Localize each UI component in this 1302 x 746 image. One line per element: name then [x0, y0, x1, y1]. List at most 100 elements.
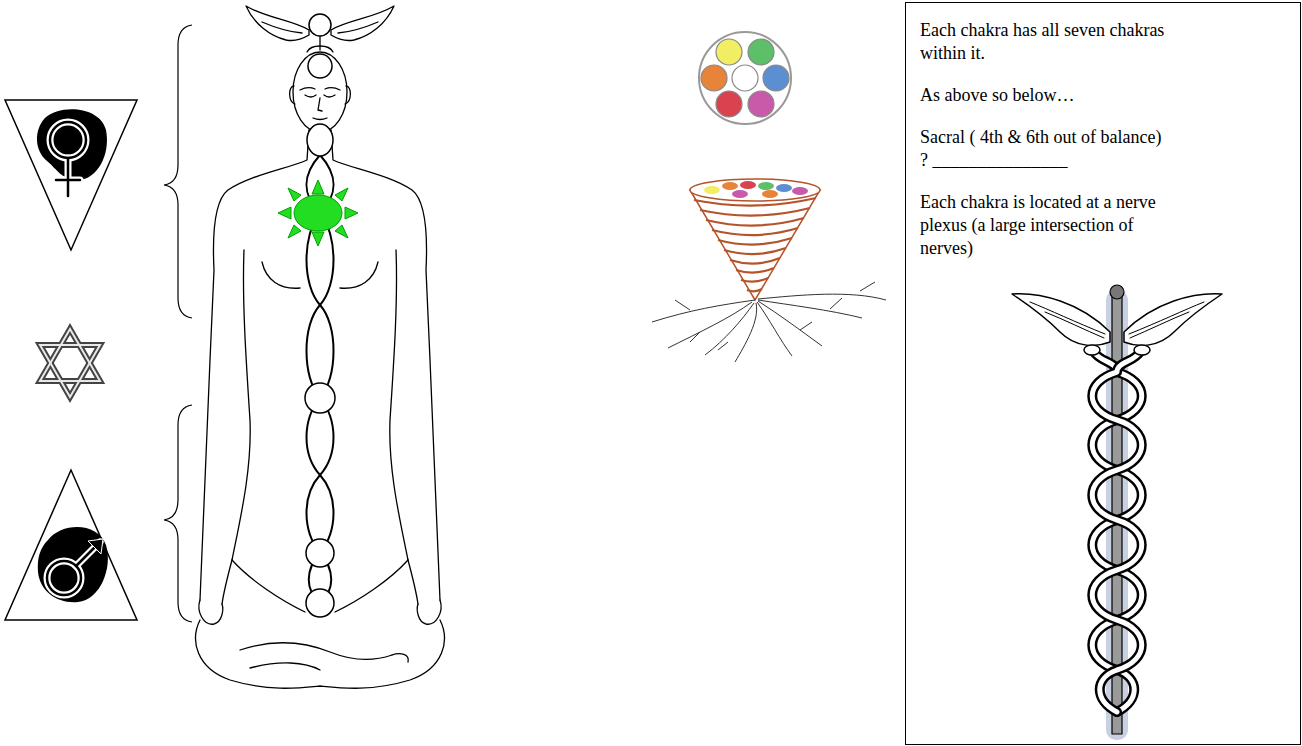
heart-chakra-star — [288, 188, 301, 201]
bracket — [164, 25, 192, 318]
chakra-circle — [307, 124, 333, 156]
seven-chakra-circle — [748, 91, 774, 117]
meditating-figure — [305, 95, 316, 97]
meditating-figure — [417, 600, 441, 624]
heart-chakra-star — [288, 225, 301, 238]
meditating-figure — [250, 663, 320, 670]
chakra-vortex-cone — [800, 322, 812, 330]
caduceus-symbol — [1130, 312, 1189, 338]
caduceus-symbol — [1012, 285, 1222, 740]
caduceus-symbol — [1110, 285, 1124, 299]
chakra-vortex-cone — [735, 303, 757, 362]
chakra-vortex-cone — [675, 300, 690, 310]
chakra-vortex-cone — [690, 179, 820, 201]
meditating-figure — [319, 36, 320, 50]
meditating-figure — [335, 560, 408, 612]
chakra-vortex-cone — [747, 289, 762, 291]
chakra-vortex-cone — [690, 332, 700, 342]
meditating-figure — [199, 600, 223, 624]
meditating-figure — [232, 250, 250, 560]
chakra-vortex-cone — [860, 282, 875, 291]
chakra-vortex-cone — [652, 300, 755, 322]
seven-chakra-circle — [716, 91, 742, 117]
chakra-circle — [305, 383, 335, 413]
caduceus-symbol — [1030, 302, 1204, 338]
chakra-circle — [306, 539, 334, 567]
star-of-david-symbol — [40, 329, 100, 381]
bracket — [164, 25, 192, 622]
meditating-figure — [240, 643, 392, 660]
chakra-vortex-cone — [694, 198, 816, 291]
meditating-figure — [290, 86, 295, 104]
heart-chakra-star — [278, 180, 358, 246]
feminine-triangle-symbol — [50, 122, 86, 158]
seven-chakra-circle — [699, 32, 791, 124]
chakra-vortex-cone — [690, 190, 820, 300]
meditating-figure — [293, 52, 347, 132]
caduceus-symbol — [1124, 294, 1222, 346]
chakra-vortex-cone — [706, 218, 804, 226]
chakra-vortex-cone — [758, 294, 886, 300]
masculine-triangle-symbol — [5, 470, 137, 620]
caduceus-symbol — [1092, 352, 1142, 712]
caduceus-symbol — [1129, 302, 1204, 334]
heart-chakra-star — [312, 180, 324, 194]
panel-note: Each chakra has all seven chakras within… — [920, 19, 1170, 65]
meditating-figure — [262, 22, 302, 33]
meditating-figure — [300, 88, 315, 90]
meditating-figure — [338, 22, 378, 33]
meditating-figure — [196, 6, 445, 688]
caduceus-symbol — [1134, 345, 1150, 355]
feminine-triangle-symbol — [67, 158, 70, 196]
chakra-vortex-cone — [792, 187, 808, 195]
bracket — [164, 405, 192, 622]
chakra-vortex-cone — [722, 182, 738, 190]
heart-chakra-star — [335, 188, 348, 201]
meditating-figure — [222, 560, 232, 604]
caduceus-symbol — [1092, 352, 1142, 712]
chakra-vortex-cone — [704, 186, 720, 194]
meditating-figure — [345, 86, 350, 104]
heart-chakra-star — [294, 195, 342, 231]
chakra-vortex-cone — [740, 181, 756, 189]
chakra-vortex-cone — [718, 238, 792, 245]
meditating-figure — [262, 262, 300, 288]
chakra-vortex-cone — [700, 208, 810, 216]
feminine-triangle-symbol — [5, 100, 137, 250]
star-of-david-symbol — [40, 345, 100, 397]
chakra-vortex-cone — [718, 342, 728, 350]
masculine-triangle-symbol — [88, 539, 103, 554]
seven-chakra-circle — [748, 39, 774, 65]
star-of-david-symbol — [40, 329, 100, 397]
caduceus-symbol — [1092, 352, 1142, 712]
seven-chakra-circle — [716, 39, 742, 65]
chakra-vortex-cone — [730, 258, 780, 264]
chakra-vortex-cone — [668, 302, 752, 348]
feminine-triangle-symbol — [50, 122, 86, 158]
meditating-figure — [324, 95, 335, 97]
chakra-circle — [309, 14, 331, 36]
seven-chakra-circle — [699, 32, 791, 124]
chakra-vortex-cone — [652, 282, 886, 362]
caduceus-symbol — [1084, 345, 1100, 355]
meditating-figure — [196, 620, 445, 688]
caduceus-symbol — [1030, 302, 1105, 334]
masculine-triangle-symbol — [5, 470, 137, 620]
chakra-vortex-cone — [652, 179, 886, 362]
heart-chakra-star — [312, 232, 324, 246]
caduceus-symbol — [1092, 352, 1142, 712]
heart-chakra-star — [335, 225, 348, 238]
meditating-figure — [408, 560, 418, 604]
caduceus-symbol — [1045, 312, 1104, 338]
seven-chakra-circle — [701, 65, 727, 91]
meditating-figure — [392, 654, 408, 662]
feminine-triangle-symbol — [37, 109, 107, 180]
chakra-vortex-cone — [704, 181, 808, 198]
chakra-vortex-cone — [712, 228, 798, 235]
panel-note: Each chakra is located at a nerve plexus… — [920, 191, 1170, 260]
panel-note: Sacral ( 4th & 6th out of balance) ? ___… — [920, 126, 1170, 172]
chakra-vortex-cone — [741, 278, 768, 282]
meditating-figure — [390, 250, 408, 560]
